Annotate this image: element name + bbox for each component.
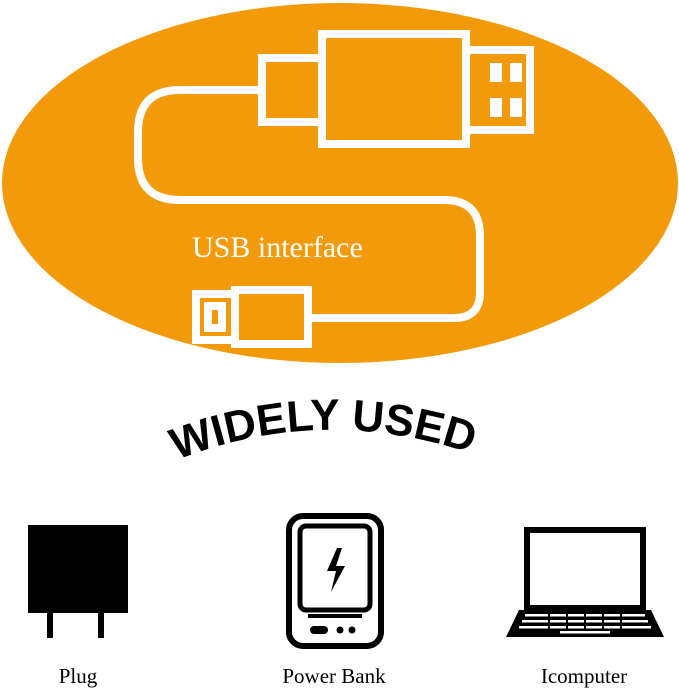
headline-text: WIDELY USED	[164, 391, 482, 470]
power-bank-icon	[286, 513, 384, 649]
usb-cable-icon	[134, 30, 534, 348]
banner-oval	[2, 3, 678, 363]
device-label-plug: Plug	[58, 664, 98, 688]
headline-text-path: WIDELY USED	[164, 391, 482, 470]
device-label-computer: Icomputer	[540, 664, 628, 688]
laptop-icon	[506, 527, 664, 637]
device-label-power-bank: Power Bank	[282, 664, 386, 688]
banner-label: USB interface	[192, 231, 363, 264]
wall-plug-icon	[28, 525, 128, 638]
